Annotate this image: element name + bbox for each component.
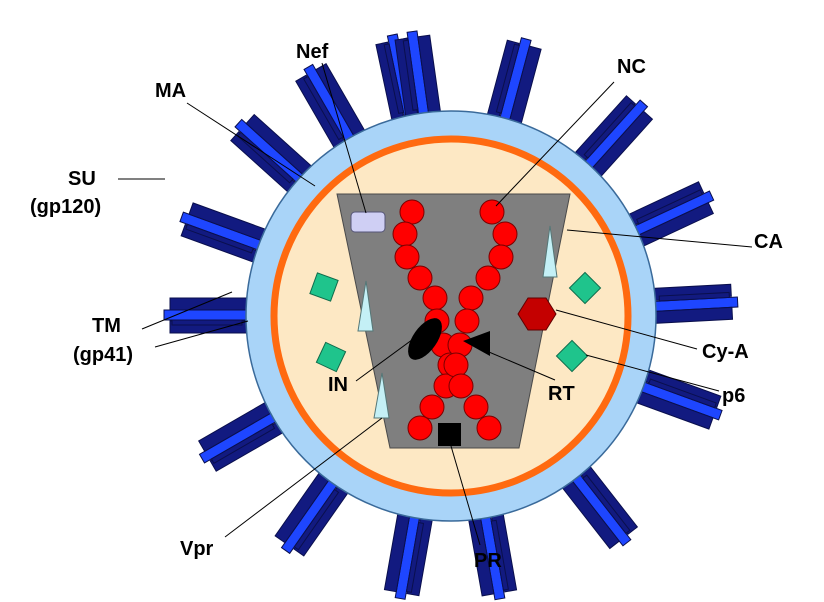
rna-bead bbox=[448, 373, 474, 399]
spike-segment bbox=[658, 291, 730, 302]
label-p6: p6 bbox=[722, 385, 745, 407]
leader-line-vpr bbox=[224, 417, 383, 538]
spike-segment bbox=[490, 519, 509, 591]
spike-segment bbox=[185, 223, 254, 254]
spike-segment bbox=[405, 521, 425, 593]
leader-line-rt bbox=[469, 343, 556, 381]
rna-bead bbox=[458, 285, 484, 311]
leader-line-nc bbox=[495, 81, 615, 207]
spike-segment bbox=[383, 43, 405, 114]
label-in: IN bbox=[328, 374, 348, 396]
envelope-spike bbox=[274, 467, 352, 557]
leader-line-cya bbox=[555, 309, 698, 350]
spike-segment bbox=[171, 319, 243, 326]
envelope-spike bbox=[623, 181, 715, 249]
leader-line-in bbox=[355, 333, 421, 382]
nef-protein bbox=[350, 211, 386, 233]
spike-segment bbox=[303, 75, 344, 141]
rna-bead bbox=[492, 221, 518, 247]
leader-line-nef bbox=[321, 62, 367, 214]
spike-segment bbox=[583, 101, 636, 159]
rna-bead bbox=[476, 415, 502, 441]
envelope-spike bbox=[198, 399, 288, 472]
label-nef: Nef bbox=[296, 41, 329, 63]
vpr-protein bbox=[542, 225, 558, 278]
protease-protein bbox=[438, 423, 461, 446]
label-vpr: Vpr bbox=[180, 538, 214, 560]
spike-segment bbox=[495, 43, 520, 114]
label-tm: TM bbox=[92, 315, 121, 337]
spike-segment bbox=[582, 474, 631, 535]
rna-bead bbox=[407, 265, 433, 291]
label-su: SU bbox=[68, 168, 96, 190]
envelope-spike bbox=[631, 367, 723, 430]
protein-square bbox=[568, 271, 602, 305]
label-su-sub: (gp120) bbox=[30, 196, 101, 218]
label-pr: PR bbox=[474, 550, 502, 572]
label-nc: NC bbox=[617, 56, 646, 78]
rna-bead bbox=[443, 352, 469, 378]
rna-bead bbox=[399, 199, 425, 225]
rna-bead bbox=[454, 308, 480, 334]
protein-square bbox=[315, 341, 347, 373]
envelope-spike bbox=[467, 508, 518, 601]
envelope-spike bbox=[648, 283, 739, 325]
protein-square bbox=[309, 272, 339, 302]
label-ca: CA bbox=[754, 231, 783, 253]
rna-bead bbox=[392, 221, 418, 247]
vpr-protein bbox=[357, 280, 374, 332]
rna-bead bbox=[475, 265, 501, 291]
spike-segment bbox=[648, 378, 717, 409]
spike-segment bbox=[402, 39, 419, 111]
label-tm-sub: (gp41) bbox=[73, 344, 133, 366]
envelope-spike bbox=[383, 508, 434, 600]
rna-bead bbox=[488, 244, 514, 270]
leader-line-p6 bbox=[585, 354, 720, 392]
envelope-spike bbox=[485, 37, 542, 130]
spike-segment bbox=[210, 423, 276, 464]
leader-line-tm bbox=[141, 291, 233, 330]
integrase-protein bbox=[408, 318, 442, 360]
label-cya: Cy-A bbox=[702, 341, 749, 363]
spike-segment bbox=[293, 488, 340, 551]
spike-segment bbox=[169, 297, 253, 311]
leader-line-ma bbox=[186, 102, 316, 187]
rna-bead bbox=[419, 394, 445, 420]
protein-square bbox=[555, 339, 589, 373]
rna-bead bbox=[463, 394, 489, 420]
envelope-spike bbox=[558, 461, 639, 550]
leader-line-ca bbox=[566, 229, 753, 248]
label-rt: RT bbox=[548, 383, 575, 405]
leader-line-pr bbox=[450, 445, 481, 546]
rna-bead bbox=[407, 415, 433, 441]
spike-segment bbox=[635, 189, 703, 225]
cya-protein bbox=[517, 297, 557, 331]
rna-bead bbox=[422, 285, 448, 311]
envelope-spikes bbox=[163, 30, 739, 601]
envelope-spike bbox=[163, 297, 253, 334]
rna-bead bbox=[479, 199, 505, 225]
leader-line-tm bbox=[154, 320, 249, 348]
label-ma: MA bbox=[155, 80, 186, 102]
envelope-spike bbox=[179, 202, 271, 265]
rna-bead bbox=[394, 244, 420, 270]
